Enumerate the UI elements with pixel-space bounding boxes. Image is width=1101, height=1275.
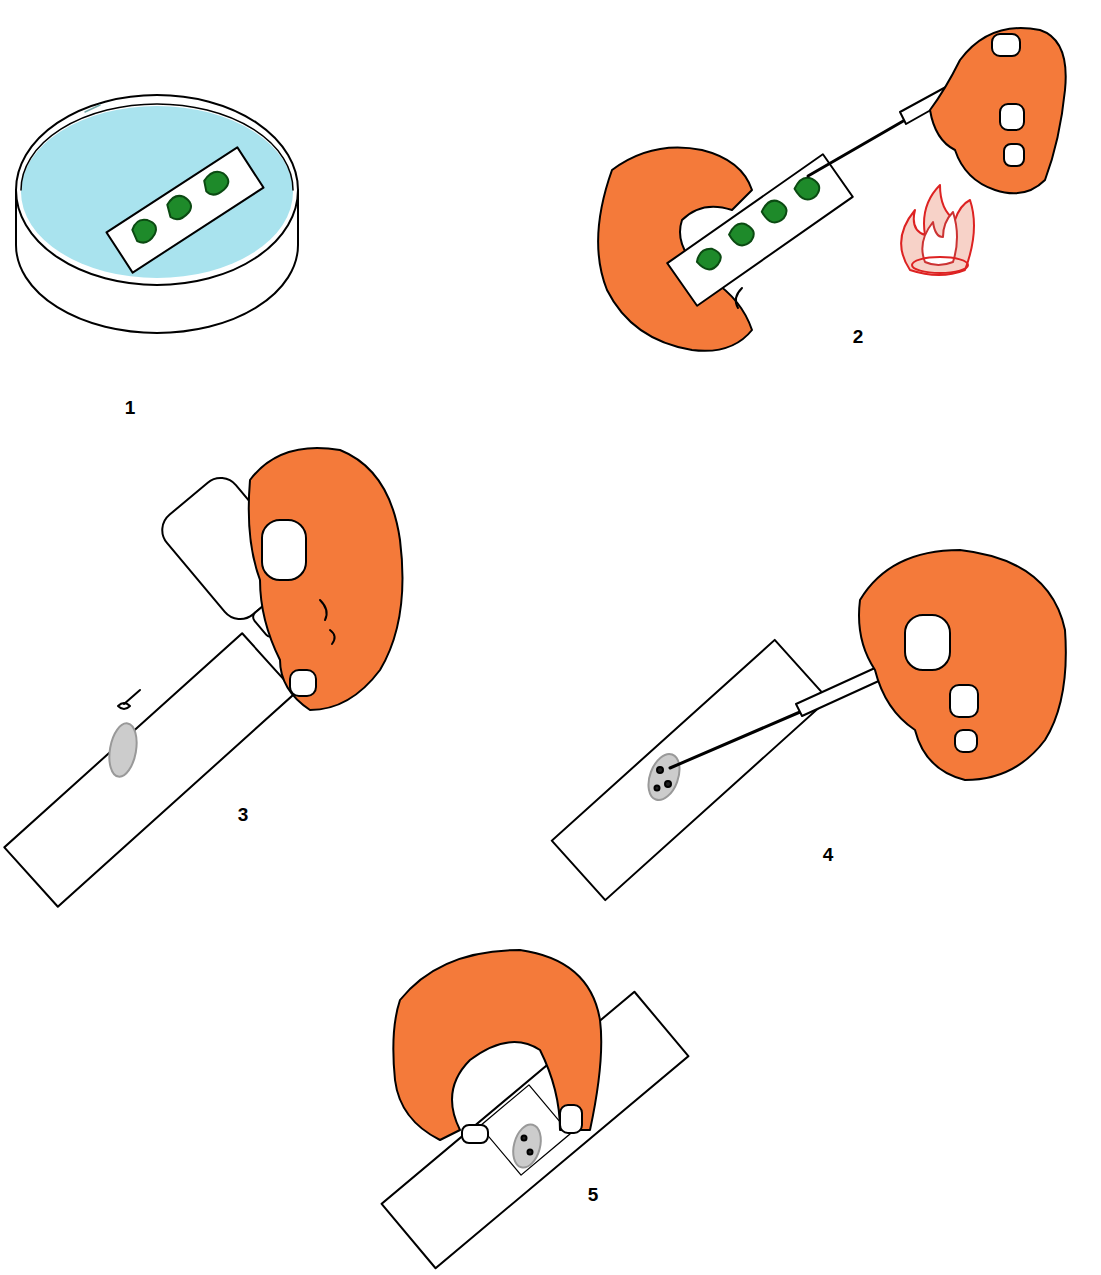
callout-number: 1 bbox=[125, 397, 136, 419]
dropper-scene bbox=[4, 448, 402, 907]
cover-slip-scene bbox=[382, 950, 689, 1268]
callout-number: 2 bbox=[853, 326, 864, 348]
callout-number: 5 bbox=[588, 1184, 599, 1206]
needle-scene bbox=[552, 550, 1066, 900]
callout-number: 4 bbox=[823, 844, 834, 866]
teasing-needle-scene bbox=[598, 28, 1066, 351]
callout-number: 3 bbox=[238, 804, 249, 826]
petri-dish bbox=[16, 95, 298, 333]
flame bbox=[901, 185, 974, 275]
